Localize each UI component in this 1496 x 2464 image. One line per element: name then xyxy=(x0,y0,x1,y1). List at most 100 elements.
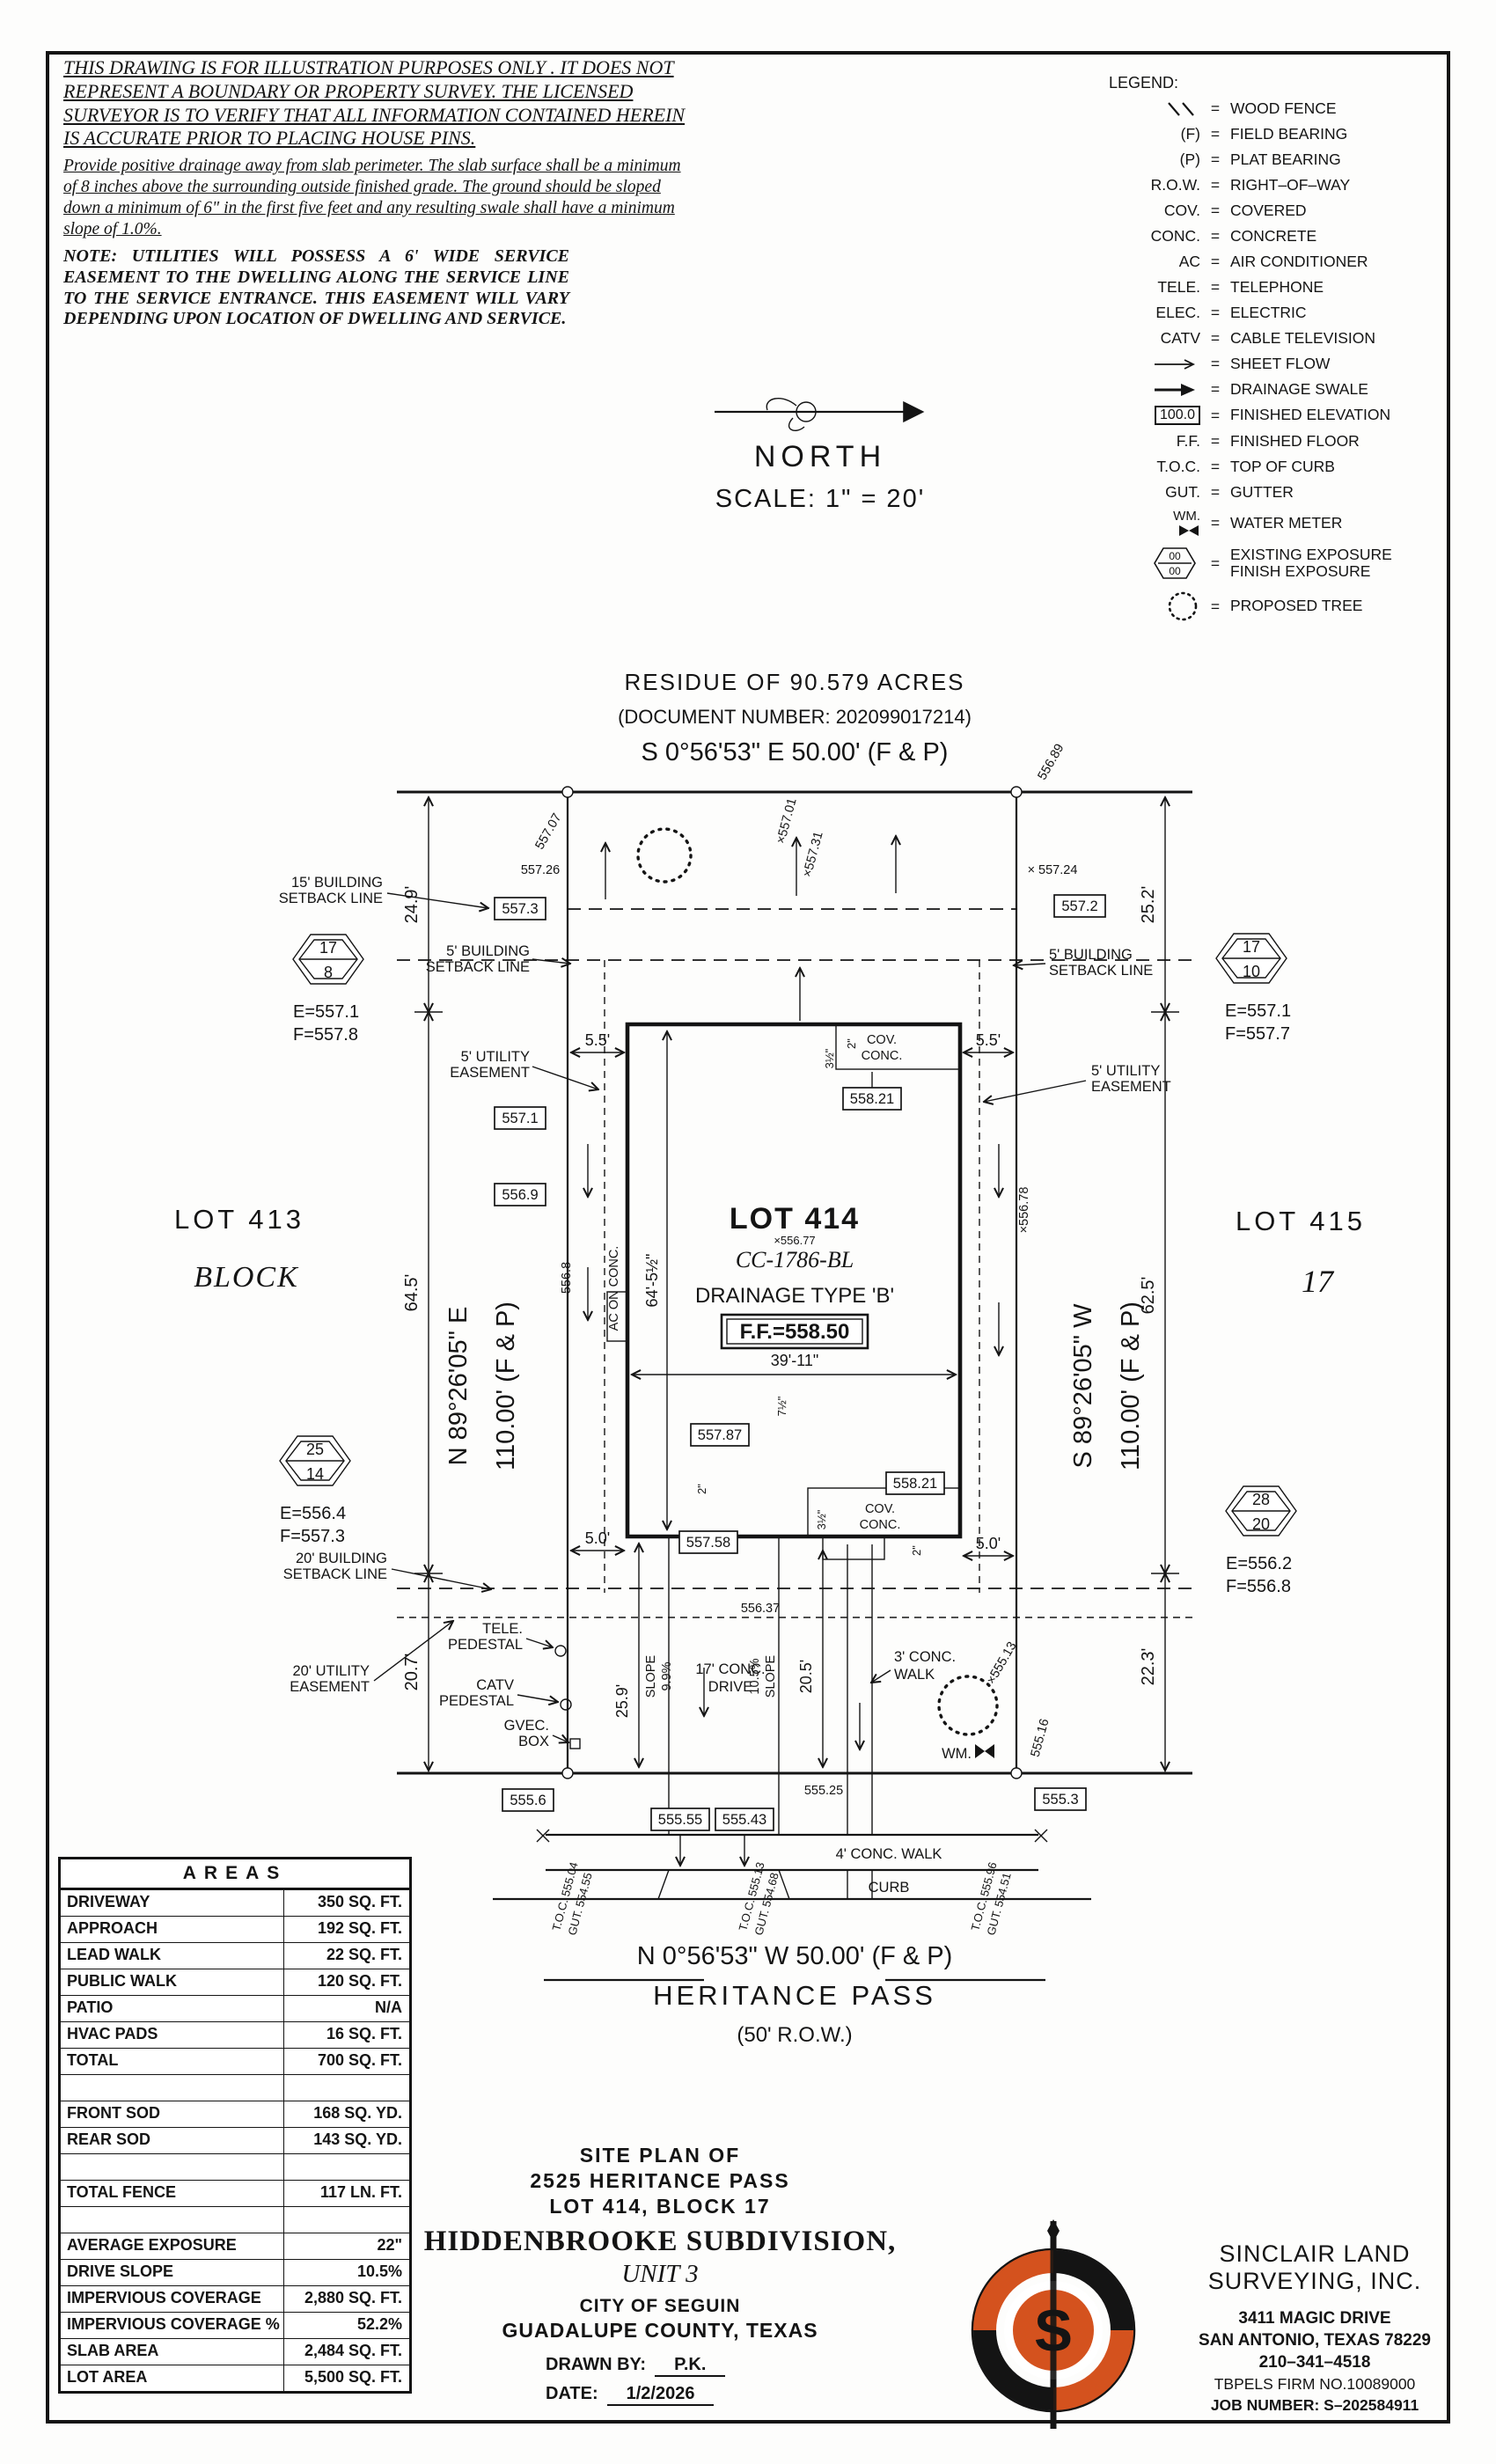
water-meter-icon xyxy=(975,1744,994,1758)
date-label: DATE: xyxy=(546,2384,598,2403)
legend-row: GUT. = GUTTER xyxy=(1107,483,1457,502)
exposure-hex-icon: 00 00 xyxy=(1107,545,1200,582)
legend-label: ELECTRIC xyxy=(1230,303,1307,321)
legend-equals: = xyxy=(1210,554,1221,572)
exposure-finish: F=556.8 xyxy=(1226,1577,1291,1596)
disclaimer-notes: THIS DRAWING IS FOR ILLUSTRATION PURPOSE… xyxy=(63,56,686,330)
legend-equals: = xyxy=(1210,150,1221,168)
bearing-right-dist: 110.00' (F & P) xyxy=(1117,1302,1145,1470)
legend: LEGEND: = WOOD FENCE (F) = FIELD BEARING… xyxy=(1107,74,1457,631)
area-label: APPROACH xyxy=(61,1917,284,1942)
catv-pedestal-icon xyxy=(560,1698,572,1711)
area-value: 2,484 SQ. FT. xyxy=(304,2342,402,2359)
setback-easement-lines xyxy=(397,908,1192,1618)
svg-text:SLOPE: SLOPE xyxy=(644,1654,658,1698)
svg-text:20.7': 20.7' xyxy=(402,1654,422,1691)
legend-row: (P) = PLAT BEARING xyxy=(1107,150,1457,169)
svg-text:5' BUILDING: 5' BUILDING xyxy=(1049,947,1133,963)
area-value xyxy=(284,2075,409,2101)
area-value: 22" xyxy=(377,2236,402,2254)
svg-text:5' BUILDING: 5' BUILDING xyxy=(446,943,530,959)
area-label: PATIO xyxy=(61,1996,284,2021)
svg-text:BOX: BOX xyxy=(518,1734,549,1749)
legend-equals: = xyxy=(1210,99,1221,117)
note-labels: 15' BUILDING SETBACK LINE 5' BUILDING SE… xyxy=(279,875,1171,1896)
legend-symbol: (P) xyxy=(1179,150,1200,168)
legend-label: FIELD BEARING xyxy=(1230,124,1348,143)
bearing-bottom: N 0°56'53" W 50.00' (F & P) xyxy=(637,1942,953,1970)
area-label: IMPERVIOUS COVERAGE xyxy=(61,2286,284,2312)
company-phone: 210–341–4518 xyxy=(1258,2353,1371,2372)
street-row: (50' R.O.W.) xyxy=(737,2023,852,2047)
area-label xyxy=(61,2075,284,2101)
legend-label: WATER METER xyxy=(1230,513,1343,532)
proposed-tree-icon xyxy=(937,1675,999,1736)
svg-text:14: 14 xyxy=(306,1465,324,1483)
county-line: GUADALUPE COUNTY, TEXAS xyxy=(502,2319,818,2342)
legend-symbol: T.O.C. xyxy=(1156,458,1200,475)
area-label: LEAD WALK xyxy=(61,1943,284,1969)
svg-text:×556.77: ×556.77 xyxy=(774,1234,815,1247)
svg-text:2": 2" xyxy=(695,1484,708,1494)
legend-equals: = xyxy=(1210,304,1221,321)
legend-row: = PROPOSED TREE xyxy=(1107,589,1457,624)
legend-label-line: EXISTING EXPOSURE xyxy=(1230,545,1392,563)
svg-text:×556.78: ×556.78 xyxy=(1017,1187,1031,1234)
job-number: JOB NUMBER: S–202584911 xyxy=(1210,2396,1419,2414)
areas-title: AREAS xyxy=(61,1859,409,1890)
legend-row: CATV = CABLE TELEVISION xyxy=(1107,329,1457,348)
legend-symbol: WM. xyxy=(1173,509,1200,524)
legend-label: SHEET FLOW xyxy=(1230,354,1331,372)
finished-floor-value: F.F.=558.50 xyxy=(740,1320,850,1344)
exposure-finish: F=557.7 xyxy=(1225,1024,1290,1044)
area-value xyxy=(284,2154,409,2180)
svg-text:SETBACK LINE: SETBACK LINE xyxy=(426,959,530,975)
svg-text:556.89: 556.89 xyxy=(1036,742,1067,782)
svg-text:556.8: 556.8 xyxy=(560,1262,574,1294)
legend-equals: = xyxy=(1210,253,1221,270)
legend-row: = WOOD FENCE xyxy=(1107,99,1457,118)
table-row: IMPERVIOUS COVERAGE %52.2% xyxy=(61,2313,409,2339)
finished-elevation-box: 100.0 xyxy=(1107,406,1200,425)
tele-pedestal-icon xyxy=(554,1645,567,1657)
legend-row: 00 00 = EXISTING EXPOSURE FINISH EXPOSUR… xyxy=(1107,545,1457,582)
legend-label: FINISHED FLOOR xyxy=(1230,431,1360,450)
unit-number: UNIT 3 xyxy=(621,2260,699,2288)
legend-equals: = xyxy=(1210,176,1221,194)
area-value: 2,880 SQ. FT. xyxy=(304,2289,402,2306)
sheet-flow-icon xyxy=(1107,358,1200,370)
legend-label: FINISHED ELEVATION xyxy=(1230,406,1391,424)
company-name: SINCLAIR LAND xyxy=(1219,2240,1411,2267)
svg-text:CURB: CURB xyxy=(869,1880,910,1896)
legend-label: CONCRETE xyxy=(1230,226,1317,245)
exposure-marker: 17 10 xyxy=(1215,933,1287,984)
legend-label: AIR CONDITIONER xyxy=(1230,252,1368,270)
area-value: 10.5% xyxy=(356,2262,402,2280)
svg-text:3' CONC.: 3' CONC. xyxy=(894,1649,956,1665)
legend-row: 100.0 = FINISHED ELEVATION xyxy=(1107,406,1457,425)
legend-label-line: FINISH EXPOSURE xyxy=(1230,562,1371,580)
exposure-marker: 25 14 xyxy=(279,1435,351,1486)
drainage-type: DRAINAGE TYPE 'B' xyxy=(695,1284,894,1308)
svg-text:20' BUILDING: 20' BUILDING xyxy=(296,1551,387,1566)
company-address: 3411 MAGIC DRIVE xyxy=(1238,2309,1391,2328)
legend-row: F.F. = FINISHED FLOOR xyxy=(1107,432,1457,451)
svg-text:5' UTILITY: 5' UTILITY xyxy=(1091,1063,1160,1079)
sheet-flow-arrows xyxy=(588,836,999,1866)
svg-text:557.2: 557.2 xyxy=(1061,898,1097,914)
svg-text:17' CONC.: 17' CONC. xyxy=(695,1661,765,1677)
svg-text:555.55: 555.55 xyxy=(658,1812,702,1828)
gvec-box-icon xyxy=(569,1738,581,1749)
svg-text:SETBACK LINE: SETBACK LINE xyxy=(1049,963,1153,979)
water-meter-symbol: WM. xyxy=(1107,509,1200,538)
legend-row: (F) = FIELD BEARING xyxy=(1107,125,1457,143)
legend-equals: = xyxy=(1210,125,1221,143)
svg-text:557.07: 557.07 xyxy=(533,811,565,852)
table-row xyxy=(61,2207,409,2233)
svg-text:COV.: COV. xyxy=(867,1033,897,1047)
